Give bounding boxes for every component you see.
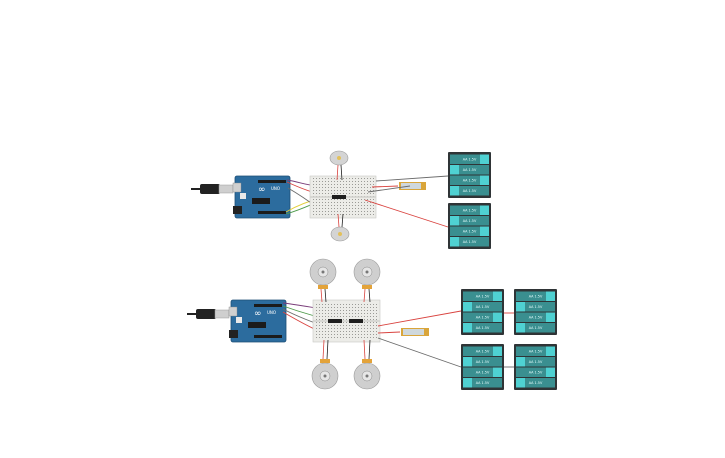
- battery-cell-label: AA 1.5V: [476, 360, 490, 364]
- motor-icon[interactable]: [353, 339, 381, 390]
- battery-cell-label: AA 1.5V: [463, 179, 477, 183]
- battery-cell-label: AA 1.5V: [463, 219, 477, 223]
- battery-cell-label: AA 1.5V: [476, 295, 490, 299]
- arduino-model-label: UNO: [271, 186, 280, 191]
- circuit-1: ∞ UNO: [191, 150, 491, 249]
- breadboard-icon: [312, 299, 381, 343]
- battery-cell-label: AA 1.5V: [463, 230, 477, 234]
- battery-cell-label: AA 1.5V: [463, 158, 477, 162]
- battery-cell-label: AA 1.5V: [463, 189, 477, 193]
- arduino-model-label: UNO: [267, 310, 276, 315]
- battery-pack[interactable]: AA 1.5V AA 1.5V AA 1.5V AA 1.5V: [461, 289, 504, 335]
- battery-wires: [364, 175, 449, 228]
- battery-cell: AA 1.5V: [516, 291, 555, 301]
- battery-cell-label: AA 1.5V: [529, 316, 543, 320]
- battery-pack[interactable]: AA 1.5V AA 1.5V AA 1.5V AA 1.5V: [514, 289, 557, 335]
- battery-pack[interactable]: AA 1.5V AA 1.5V AA 1.5V AA 1.5V: [514, 344, 557, 390]
- battery-cell: AA 1.5V: [450, 186, 489, 196]
- battery-cell-label: AA 1.5V: [476, 371, 490, 375]
- battery-cell-label: AA 1.5V: [529, 295, 543, 299]
- battery-cell: AA 1.5V: [450, 237, 489, 247]
- battery-cell: AA 1.5V: [463, 367, 502, 377]
- battery-cell-label: AA 1.5V: [529, 371, 543, 375]
- battery-cell-label: AA 1.5V: [476, 381, 490, 385]
- motor-icon[interactable]: [329, 150, 349, 181]
- battery-pack[interactable]: AA 1.5V AA 1.5V AA 1.5V AA 1.5V: [448, 203, 491, 249]
- arduino-board[interactable]: ∞ UNO: [228, 299, 287, 343]
- arduino-board[interactable]: ∞ UNO: [232, 175, 291, 219]
- circuit-2: ∞ UNO: [187, 258, 557, 390]
- arduino-brand-logo: ∞: [254, 309, 262, 319]
- battery-cell-label: AA 1.5V: [463, 240, 477, 244]
- battery-cell-label: AA 1.5V: [529, 350, 543, 354]
- battery-cell-label: AA 1.5V: [529, 360, 543, 364]
- battery-cell: AA 1.5V: [450, 205, 489, 215]
- motor-icon[interactable]: [309, 258, 337, 303]
- battery-cell: AA 1.5V: [450, 175, 489, 185]
- potentiometer-icon[interactable]: [399, 182, 426, 190]
- battery-cell: AA 1.5V: [463, 357, 502, 367]
- battery-cell: AA 1.5V: [516, 302, 555, 312]
- battery-cell: AA 1.5V: [463, 378, 502, 388]
- battery-wires: [377, 310, 514, 368]
- battery-cell: AA 1.5V: [463, 312, 502, 322]
- battery-cell: AA 1.5V: [450, 216, 489, 226]
- potentiometer-icon[interactable]: [401, 328, 429, 336]
- battery-cell-label: AA 1.5V: [476, 326, 490, 330]
- battery-cell-label: AA 1.5V: [476, 316, 490, 320]
- battery-cell-label: AA 1.5V: [529, 326, 543, 330]
- motor-icon[interactable]: [353, 258, 381, 303]
- battery-cell: AA 1.5V: [516, 378, 555, 388]
- usb-cable-icon: [187, 309, 230, 319]
- breadboard-icon: [309, 175, 377, 219]
- motor-icon[interactable]: [330, 213, 350, 242]
- battery-cell: AA 1.5V: [450, 165, 489, 175]
- battery-cell: AA 1.5V: [463, 323, 502, 333]
- battery-cell: AA 1.5V: [450, 154, 489, 164]
- battery-cell: AA 1.5V: [450, 226, 489, 236]
- arduino-brand-logo: ∞: [258, 185, 266, 195]
- battery-pack[interactable]: AA 1.5V AA 1.5V AA 1.5V AA 1.5V: [461, 344, 504, 390]
- battery-cell-label: AA 1.5V: [463, 168, 477, 172]
- battery-cell-label: AA 1.5V: [529, 305, 543, 309]
- battery-cell: AA 1.5V: [463, 302, 502, 312]
- battery-cell: AA 1.5V: [463, 291, 502, 301]
- battery-cell: AA 1.5V: [516, 312, 555, 322]
- battery-cell: AA 1.5V: [463, 346, 502, 356]
- usb-cable-icon: [191, 184, 234, 194]
- battery-cell: AA 1.5V: [516, 357, 555, 367]
- battery-cell: AA 1.5V: [516, 323, 555, 333]
- battery-cell-label: AA 1.5V: [476, 305, 490, 309]
- battery-cell-label: AA 1.5V: [529, 381, 543, 385]
- battery-pack[interactable]: AA 1.5V AA 1.5V AA 1.5V AA 1.5V: [448, 152, 491, 198]
- battery-cell-label: AA 1.5V: [463, 209, 477, 213]
- battery-cell: AA 1.5V: [516, 346, 555, 356]
- motor-icon[interactable]: [311, 339, 339, 390]
- battery-cell: AA 1.5V: [516, 367, 555, 377]
- battery-cell-label: AA 1.5V: [476, 350, 490, 354]
